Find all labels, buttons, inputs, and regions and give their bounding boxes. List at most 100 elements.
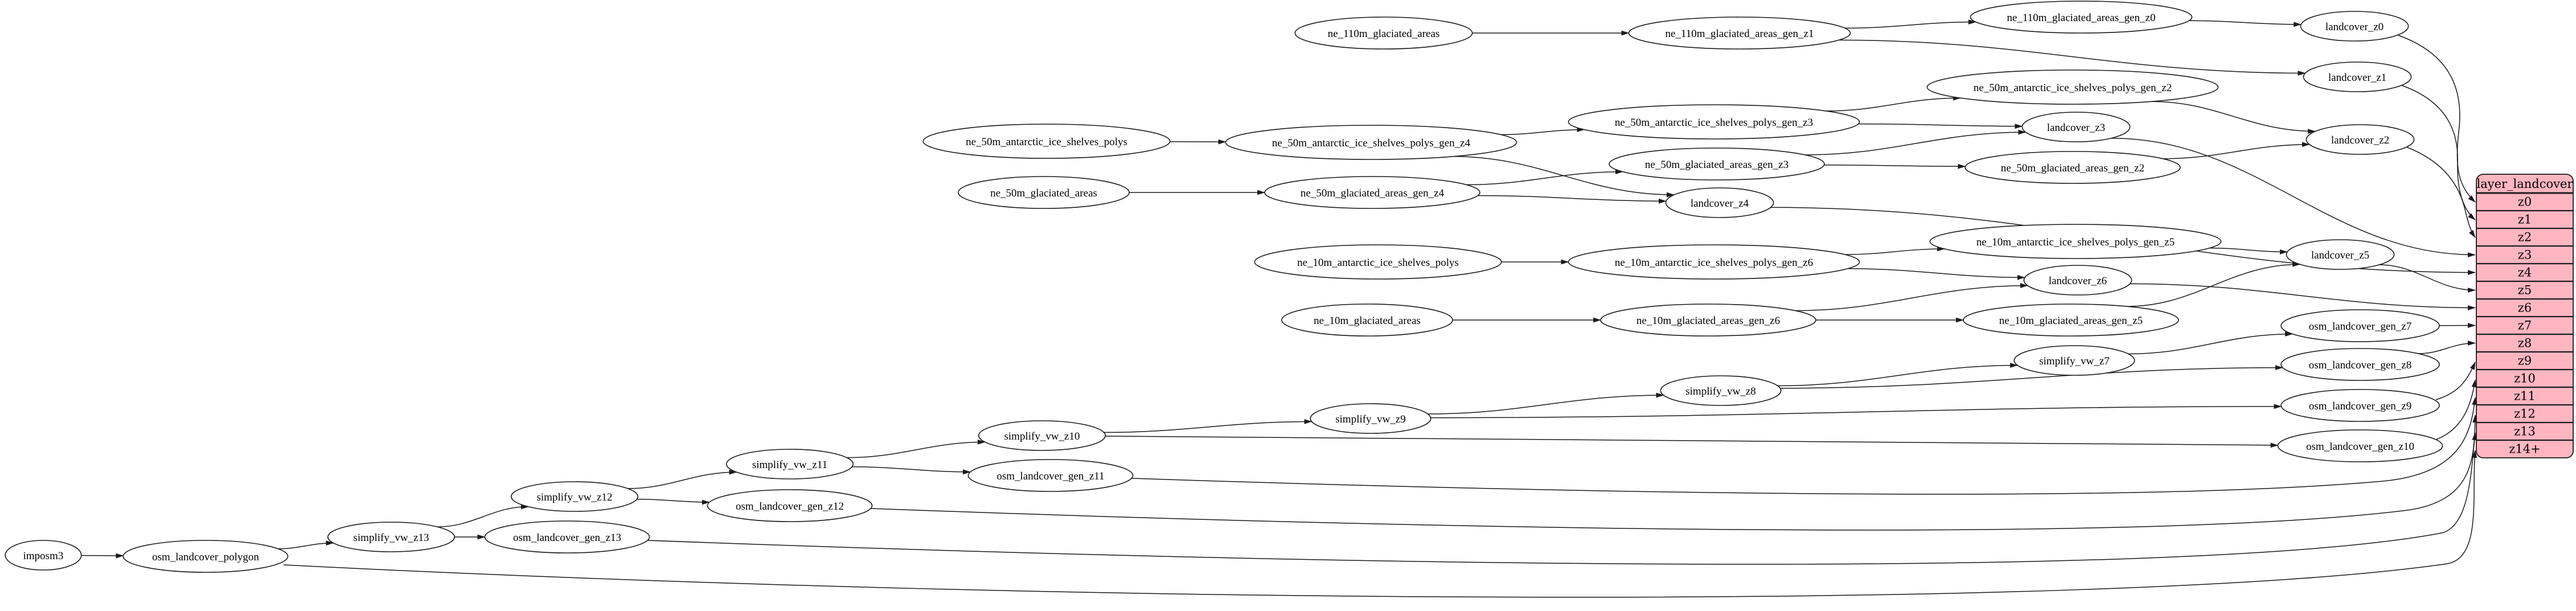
edge-ne_50m_antarctic_ice_shelves_polys_gen_z4-to-ne_50m_antarctic_ice_shelves_polys_gen_z3 [1500, 127, 1585, 136]
node-ellipse [1660, 375, 1782, 406]
node-ellipse [1254, 244, 1502, 280]
node-ellipse [2306, 124, 2415, 155]
node-ellipse [707, 489, 873, 522]
node-label: osm_landcover_gen_z12 [736, 501, 844, 512]
node-ellipse [2021, 112, 2131, 142]
node-osm_landcover_gen_z7: osm_landcover_gen_z7 [2280, 309, 2440, 342]
node-label: osm_landcover_polygon [152, 551, 259, 563]
node-simplify_vw_z9: simplify_vw_z9 [1310, 403, 1431, 434]
edge-ne_50m_glaciated_areas_gen_z4-to-landcover_z4 [1478, 195, 1667, 204]
node-ellipse [1568, 244, 1860, 280]
edge-osm_landcover_gen_z11-to-layer_landcover-z11 [1131, 397, 2477, 495]
node-label: simplify_vw_z12 [537, 491, 613, 503]
edge-ne_50m_glaciated_areas_gen_z3-to-ne_50m_glaciated_areas_gen_z2 [1824, 163, 1966, 169]
node-imposm3: imposm3 [5, 540, 82, 571]
node-ellipse [2280, 309, 2440, 342]
node-ne_10m_antarctic_ice_shelves_polys_gen_z6: ne_10m_antarctic_ice_shelves_polys_gen_z… [1568, 244, 1860, 280]
node-label: simplify_vw_z9 [1335, 413, 1406, 425]
node-ellipse [122, 540, 289, 573]
node-ellipse [1225, 125, 1517, 160]
node-ellipse [725, 449, 854, 479]
node-ellipse [1310, 403, 1431, 434]
edge-osm_landcover_gen_z13-to-layer_landcover-z13 [647, 432, 2477, 565]
node-ellipse [2280, 348, 2440, 381]
edge-simplify_vw_z12-to-osm_landcover_gen_z12 [637, 498, 710, 505]
node-ne_50m_antarctic_ice_shelves_polys_gen_z3: ne_50m_antarctic_ice_shelves_polys_gen_z… [1568, 104, 1860, 140]
node-label: simplify_vw_z10 [1004, 430, 1080, 442]
node-ellipse [1281, 304, 1453, 337]
node-label: landcover_z1 [2328, 72, 2386, 84]
table-title: layer_landcover [2476, 177, 2573, 191]
node-ellipse [484, 520, 650, 553]
edge-simplify_vw_z9-to-osm_landcover_gen_z9 [1430, 404, 2282, 419]
edge-simplify_vw_z11-to-osm_landcover_gen_z11 [852, 466, 971, 475]
edge-simplify_vw_z9-to-simplify_vw_z8 [1428, 392, 1664, 415]
edge-ne_50m_antarctic_ice_shelves_polys_gen_z2-to-landcover_z2 [2151, 101, 2316, 134]
node-landcover_z4: landcover_z4 [1665, 187, 1774, 218]
node-label: ne_50m_glaciated_areas_gen_z3 [1645, 159, 1789, 171]
node-ellipse [2023, 265, 2132, 296]
edge-simplify_vw_z10-to-simplify_vw_z9 [1104, 419, 1312, 433]
table-row-z12: z12 [2514, 407, 2536, 421]
node-label: landcover_z0 [2325, 21, 2384, 33]
node-ellipse [2303, 61, 2412, 92]
edge-osm_landcover_gen_z12-to-layer_landcover-z12 [871, 415, 2478, 531]
node-ne_50m_antarctic_ice_shelves_polys_gen_z4: ne_50m_antarctic_ice_shelves_polys_gen_z… [1225, 125, 1517, 160]
table-row-z6: z6 [2518, 301, 2532, 315]
node-label: osm_landcover_gen_z8 [2309, 359, 2411, 371]
edge-osm_landcover_polygon-to-simplify_vw_z13 [278, 540, 334, 550]
node-ne_10m_antarctic_ice_shelves_polys: ne_10m_antarctic_ice_shelves_polys [1254, 244, 1502, 280]
table-row-z7: z7 [2518, 319, 2532, 333]
node-label: imposm3 [23, 550, 64, 562]
node-ne_50m_glaciated_areas: ne_50m_glaciated_areas [958, 176, 1130, 209]
edge-simplify_vw_z8-to-osm_landcover_gen_z8 [1780, 365, 2283, 389]
table-row-z5: z5 [2518, 284, 2532, 297]
edge-landcover_z1-to-layer_landcover-z1 [2401, 85, 2476, 220]
node-ellipse [1294, 17, 1473, 50]
edge-ne_50m_glaciated_areas_gen_z3-to-landcover_z3 [1805, 129, 2027, 155]
node-simplify_vw_z8: simplify_vw_z8 [1660, 375, 1782, 406]
node-label: simplify_vw_z7 [2039, 355, 2110, 367]
edge-simplify_vw_z10-to-osm_landcover_gen_z10 [1105, 436, 2279, 448]
node-label: osm_landcover_gen_z9 [2309, 400, 2411, 412]
node-osm_landcover_gen_z13: osm_landcover_gen_z13 [484, 520, 650, 553]
node-ne_110m_glaciated_areas: ne_110m_glaciated_areas [1294, 17, 1473, 50]
node-label: ne_50m_glaciated_areas_gen_z2 [2001, 162, 2144, 174]
node-osm_landcover_gen_z8: osm_landcover_gen_z8 [2280, 348, 2440, 381]
table-row-z10: z10 [2514, 372, 2536, 386]
node-ne_50m_glaciated_areas_gen_z4: ne_50m_glaciated_areas_gen_z4 [1264, 176, 1480, 209]
edge-ne_10m_antarctic_ice_shelves_polys_gen_z5-to-landcover_z5 [2209, 247, 2288, 255]
edge-simplify_vw_z8-to-simplify_vw_z7 [1777, 363, 2019, 387]
node-simplify_vw_z7: simplify_vw_z7 [2013, 345, 2135, 376]
node-label: landcover_z2 [2331, 134, 2389, 146]
node-label: landcover_z6 [2049, 275, 2107, 287]
edge-osm_landcover_gen_z9-to-layer_landcover-z9 [2435, 362, 2476, 400]
node-landcover_z0: landcover_z0 [2300, 11, 2409, 42]
node-label: osm_landcover_gen_z7 [2309, 321, 2411, 333]
node-ne_50m_glaciated_areas_gen_z2: ne_50m_glaciated_areas_gen_z2 [1964, 151, 2181, 184]
node-ellipse [1609, 147, 1825, 181]
node-label: osm_landcover_gen_z10 [2306, 441, 2414, 453]
node-label: ne_110m_glaciated_areas_gen_z1 [1666, 28, 1814, 40]
edge-simplify_vw_z7-to-osm_landcover_gen_z7 [2128, 331, 2293, 355]
node-landcover_z2: landcover_z2 [2306, 124, 2415, 155]
node-label: osm_landcover_gen_z13 [513, 532, 621, 544]
node-ellipse [2300, 11, 2409, 42]
node-landcover_z3: landcover_z3 [2021, 112, 2131, 142]
node-ellipse [1628, 17, 1851, 50]
node-ellipse [2013, 345, 2135, 376]
node-label: landcover_z3 [2047, 122, 2105, 134]
edge-osm_landcover_polygon-to-layer_landcover-z14+ [283, 450, 2477, 598]
edge-landcover_z3-to-layer_landcover-z3 [2111, 137, 2476, 257]
node-simplify_vw_z12: simplify_vw_z12 [510, 481, 639, 512]
node-label: ne_10m_antarctic_ice_shelves_polys_gen_z… [1615, 257, 1813, 269]
node-label: simplify_vw_z13 [354, 532, 429, 544]
node-label: simplify_vw_z11 [752, 459, 827, 471]
node-ellipse [922, 124, 1171, 159]
node-simplify_vw_z13: simplify_vw_z13 [327, 522, 456, 552]
table-row-z9: z9 [2518, 354, 2532, 368]
edge-ne_10m_glaciated_areas_gen_z5-to-landcover_z5 [2127, 261, 2301, 307]
node-ne_110m_glaciated_areas_gen_z0: ne_110m_glaciated_areas_gen_z0 [1970, 1, 2193, 34]
node-landcover_z5: landcover_z5 [2286, 239, 2395, 270]
